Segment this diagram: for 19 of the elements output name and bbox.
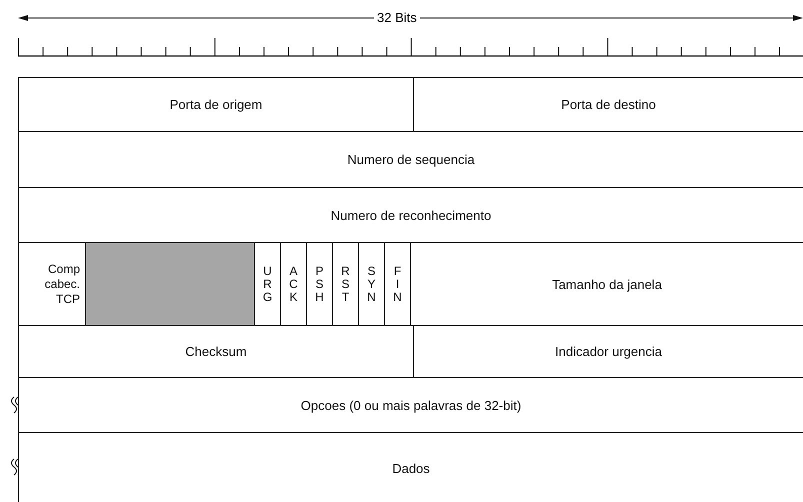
field-label: Dados — [392, 460, 430, 476]
field-label: Opcoes (0 ou mais palavras de 32-bit) — [300, 398, 522, 412]
field-label: Checksum — [185, 344, 247, 359]
flag-label: F I N — [392, 264, 402, 304]
flag-label: A C K — [288, 264, 298, 304]
field-label: Numero de sequencia — [347, 152, 475, 167]
field-label: Tamanho da janela — [552, 276, 662, 292]
field-label: Numero de reconhecimento — [330, 208, 492, 222]
field-label: Comp cabec. TCP — [44, 262, 80, 306]
width-label: 32 Bits — [374, 10, 420, 25]
flag-label: R S T — [340, 264, 350, 304]
flag-label: U R G — [262, 264, 272, 304]
flag-label: S Y N — [366, 264, 376, 304]
reserved-field — [85, 242, 255, 326]
field-label: Indicador urgencia — [555, 344, 662, 359]
flag-label: P S H — [314, 264, 324, 304]
header-field — [18, 77, 414, 132]
field-label: Porta de origem — [170, 97, 262, 112]
field-label: Porta de destino — [561, 97, 656, 112]
